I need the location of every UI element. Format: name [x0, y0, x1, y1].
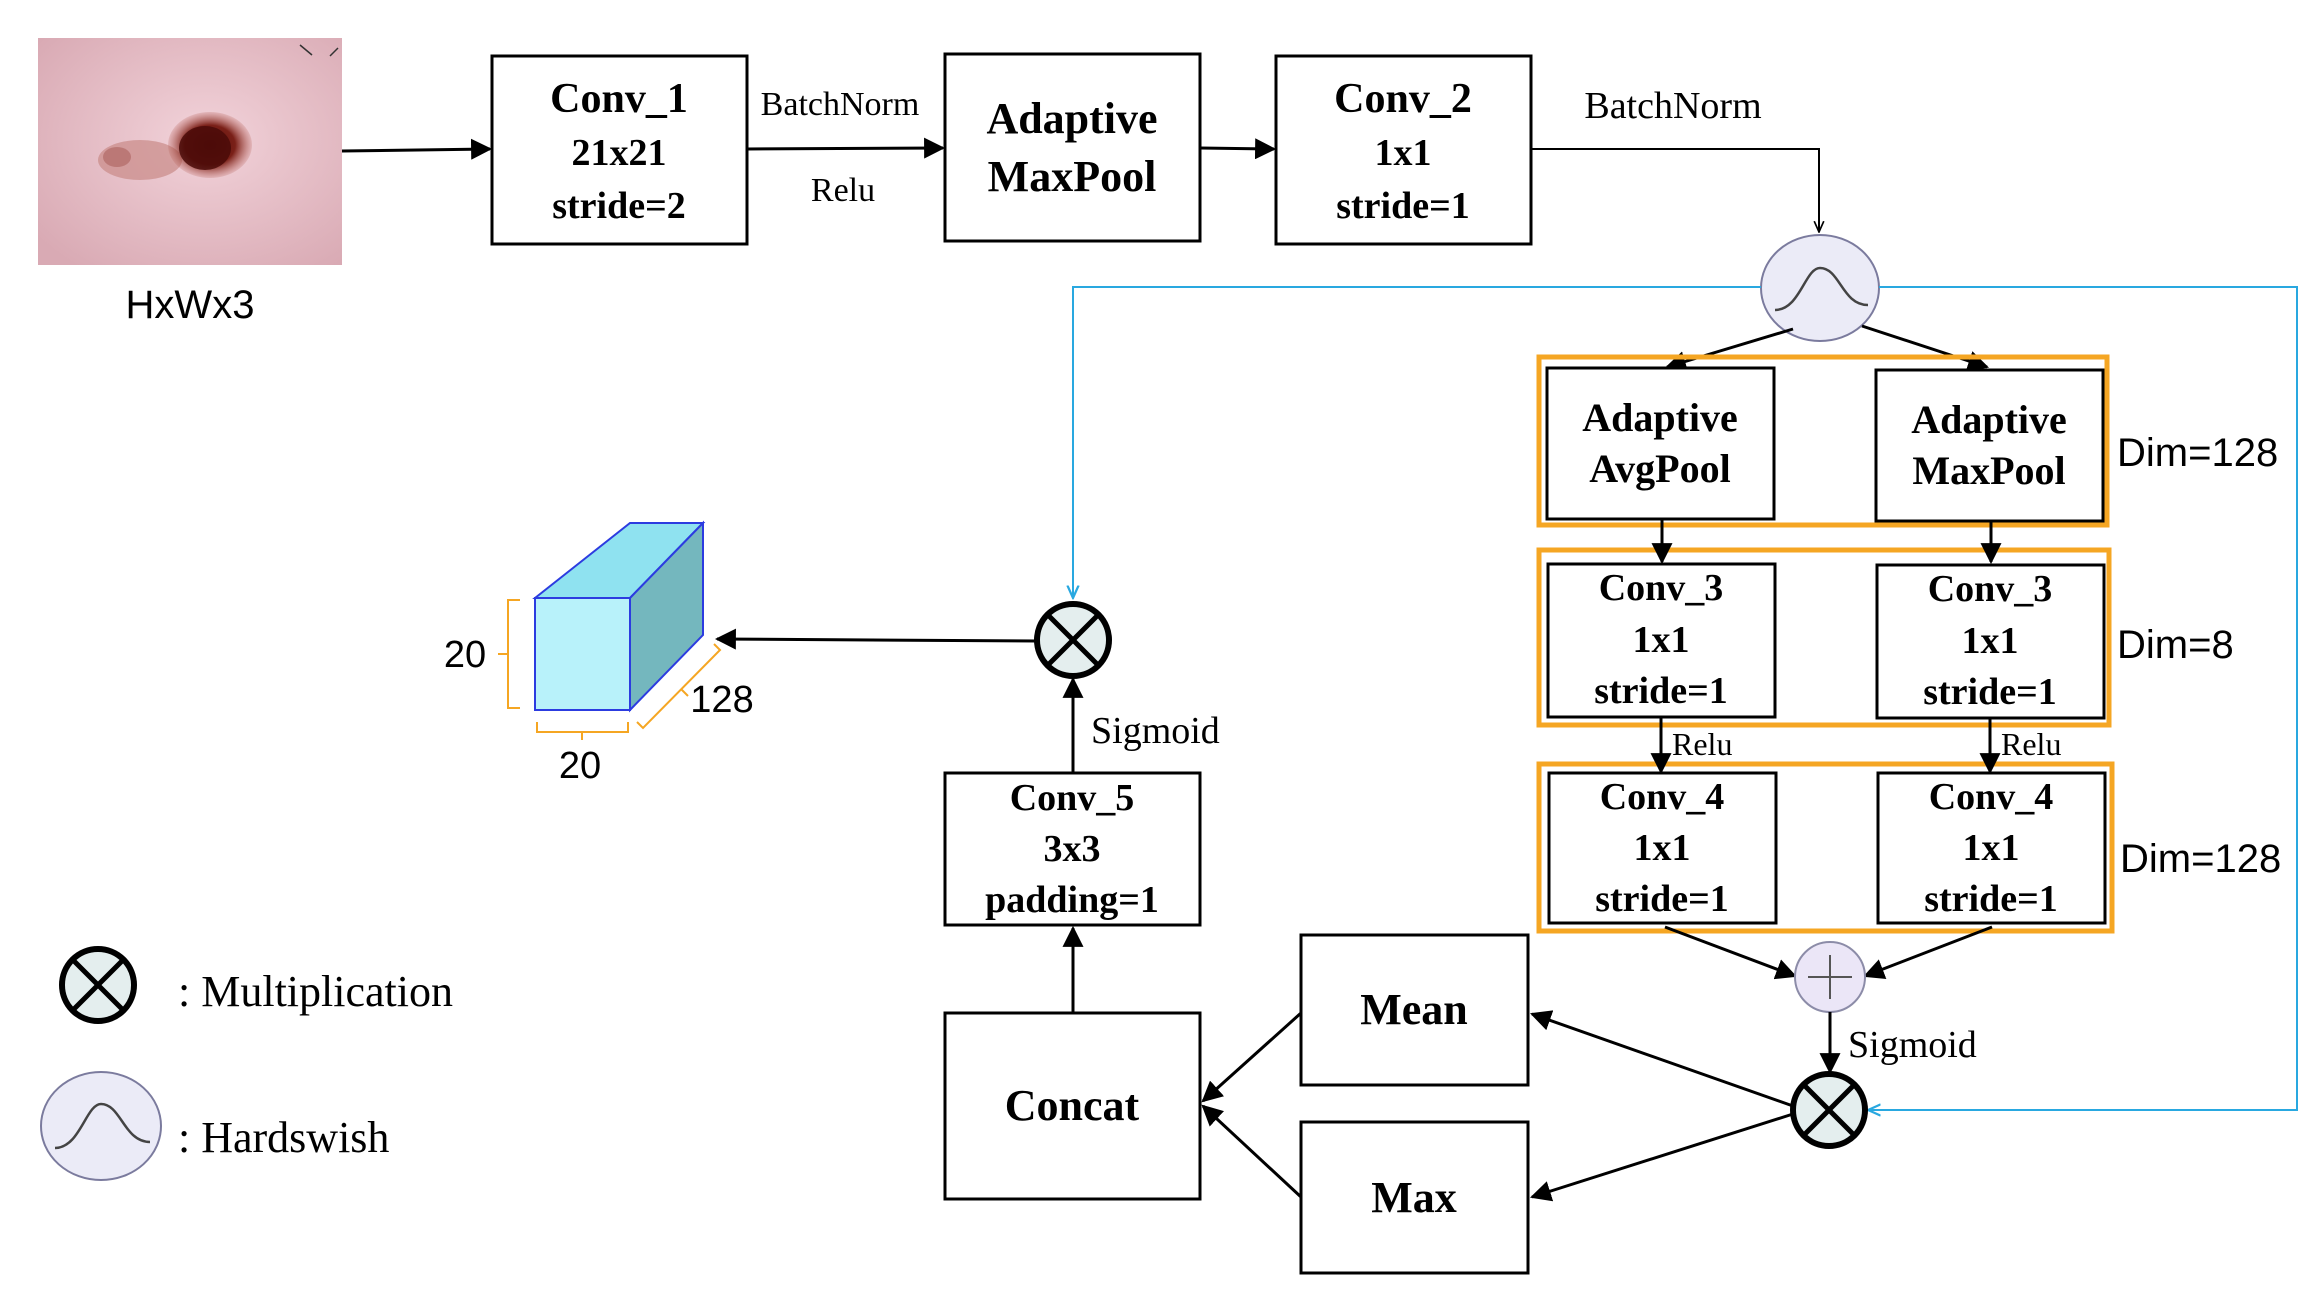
conv4-left-stride: stride=1 [1595, 878, 1729, 920]
mean-block: Mean [1299, 933, 1530, 1087]
avgpool-block: Adaptive AvgPool [1545, 366, 1776, 521]
conv1-block: Conv_1 21x21 stride=2 [490, 54, 749, 246]
arrow-mult-output [714, 628, 1038, 650]
arrow-hardswish-avgpool [1664, 327, 1794, 372]
hardswish-node [1760, 234, 1880, 342]
conv4-right-title: Conv_4 [1929, 776, 2054, 818]
maxpool2-line2: MaxPool [1912, 448, 2065, 493]
conv4-left-kernel: 1x1 [1634, 827, 1691, 869]
conv2-kernel: 1x1 [1375, 132, 1432, 174]
maxpool1-block: Adaptive MaxPool [943, 52, 1202, 243]
conv5-padding: padding=1 [985, 879, 1159, 921]
conv3-right-title: Conv_3 [1928, 568, 2053, 610]
group-conv3 [1536, 547, 2112, 728]
legend-multiplication-label: : Multiplication [178, 967, 453, 1016]
arrow-input-conv1 [341, 138, 493, 160]
concat-label: Concat [1005, 1081, 1140, 1130]
conv4-left-title: Conv_4 [1600, 776, 1725, 818]
legend-hardswish-icon [40, 1071, 162, 1181]
conv4-right-kernel: 1x1 [1963, 827, 2020, 869]
dim-label-1: Dim=128 [2117, 431, 2278, 475]
conv4-right-stride: stride=1 [1924, 878, 2058, 920]
conv1-stride: stride=2 [552, 185, 686, 227]
output-feature-cube [532, 520, 706, 713]
avgpool-line1: Adaptive [1582, 395, 1738, 440]
conv1-title: Conv_1 [550, 76, 688, 122]
arrow-maxpool1-conv2 [1199, 138, 1277, 160]
bracket-height [498, 599, 520, 709]
label-batchnorm-1: BatchNorm [761, 86, 920, 123]
arrow-conv4r-add [1863, 925, 1993, 979]
bracket-depth [636, 643, 722, 730]
arrow-conv4l-add [1664, 925, 1797, 980]
conv3-right-kernel: 1x1 [1962, 620, 2019, 662]
arrow-mean-concat [1201, 1011, 1303, 1103]
skip-line-to-output-mult [1073, 286, 1761, 598]
arrow-conv2-hardswish [1531, 148, 1819, 232]
conv2-block: Conv_2 1x1 stride=1 [1274, 54, 1533, 246]
conv5-title: Conv_5 [1010, 777, 1135, 819]
conv5-kernel: 3x3 [1044, 828, 1101, 870]
group-conv4 [1536, 761, 2115, 934]
output-depth-label: 128 [690, 679, 753, 721]
dim-label-3: Dim=128 [2120, 837, 2281, 881]
conv4-right-block: Conv_4 1x1 stride=1 [1876, 771, 2107, 925]
maxpool1-line2: MaxPool [988, 152, 1157, 201]
conv2-stride: stride=1 [1336, 185, 1470, 227]
arrow-conv1-maxpool1 [746, 137, 946, 159]
max-block: Max [1299, 1120, 1530, 1275]
arrow-hardswish-maxpool2 [1861, 324, 1989, 372]
maxpool2-block: Adaptive MaxPool [1874, 368, 2105, 523]
maxpool2-line1: Adaptive [1911, 397, 2067, 442]
avgpool-line2: AvgPool [1589, 446, 1730, 491]
conv3-left-stride: stride=1 [1594, 670, 1728, 712]
label-relu-right: Relu [2001, 726, 2061, 762]
channel-mult-node [1790, 1071, 1868, 1149]
max-label: Max [1371, 1173, 1457, 1222]
legend-multiplication-icon [59, 946, 137, 1024]
add-node [1794, 941, 1866, 1013]
mean-label: Mean [1360, 985, 1468, 1034]
group-pool [1536, 354, 2110, 528]
arrow-max-concat [1201, 1104, 1303, 1199]
output-height-label: 20 [444, 634, 486, 676]
arrow-mult-mean [1530, 1010, 1794, 1108]
conv3-left-title: Conv_3 [1599, 567, 1724, 609]
skip-line-to-channel-mult [1868, 286, 2298, 1110]
label-sigmoid-channel: Sigmoid [1848, 1024, 1977, 1066]
label-sigmoid-spatial: Sigmoid [1091, 710, 1220, 752]
label-batchnorm-2: BatchNorm [1584, 85, 1761, 127]
arrow-mult-max [1529, 1112, 1794, 1202]
conv2-title: Conv_2 [1334, 76, 1472, 122]
input-shape-label: HxWx3 [126, 283, 255, 327]
dim-label-2: Dim=8 [2117, 623, 2234, 667]
conv4-left-block: Conv_4 1x1 stride=1 [1547, 771, 1778, 925]
bracket-width [536, 722, 629, 740]
output-mult-node [1034, 601, 1112, 679]
label-relu-left: Relu [1672, 726, 1732, 762]
concat-block: Concat [943, 1011, 1202, 1201]
label-relu-1: Relu [811, 172, 875, 209]
conv3-left-block: Conv_3 1x1 stride=1 [1546, 562, 1777, 719]
legend-hardswish-label: : Hardswish [178, 1113, 389, 1162]
conv3-right-block: Conv_3 1x1 stride=1 [1875, 563, 2106, 720]
input-skin-image [38, 38, 342, 265]
output-width-label: 20 [559, 745, 601, 787]
conv1-kernel: 21x21 [572, 132, 667, 174]
conv3-left-kernel: 1x1 [1633, 619, 1690, 661]
conv5-block: Conv_5 3x3 padding=1 [943, 771, 1202, 927]
maxpool1-line1: Adaptive [986, 94, 1157, 143]
conv3-right-stride: stride=1 [1923, 671, 2057, 713]
